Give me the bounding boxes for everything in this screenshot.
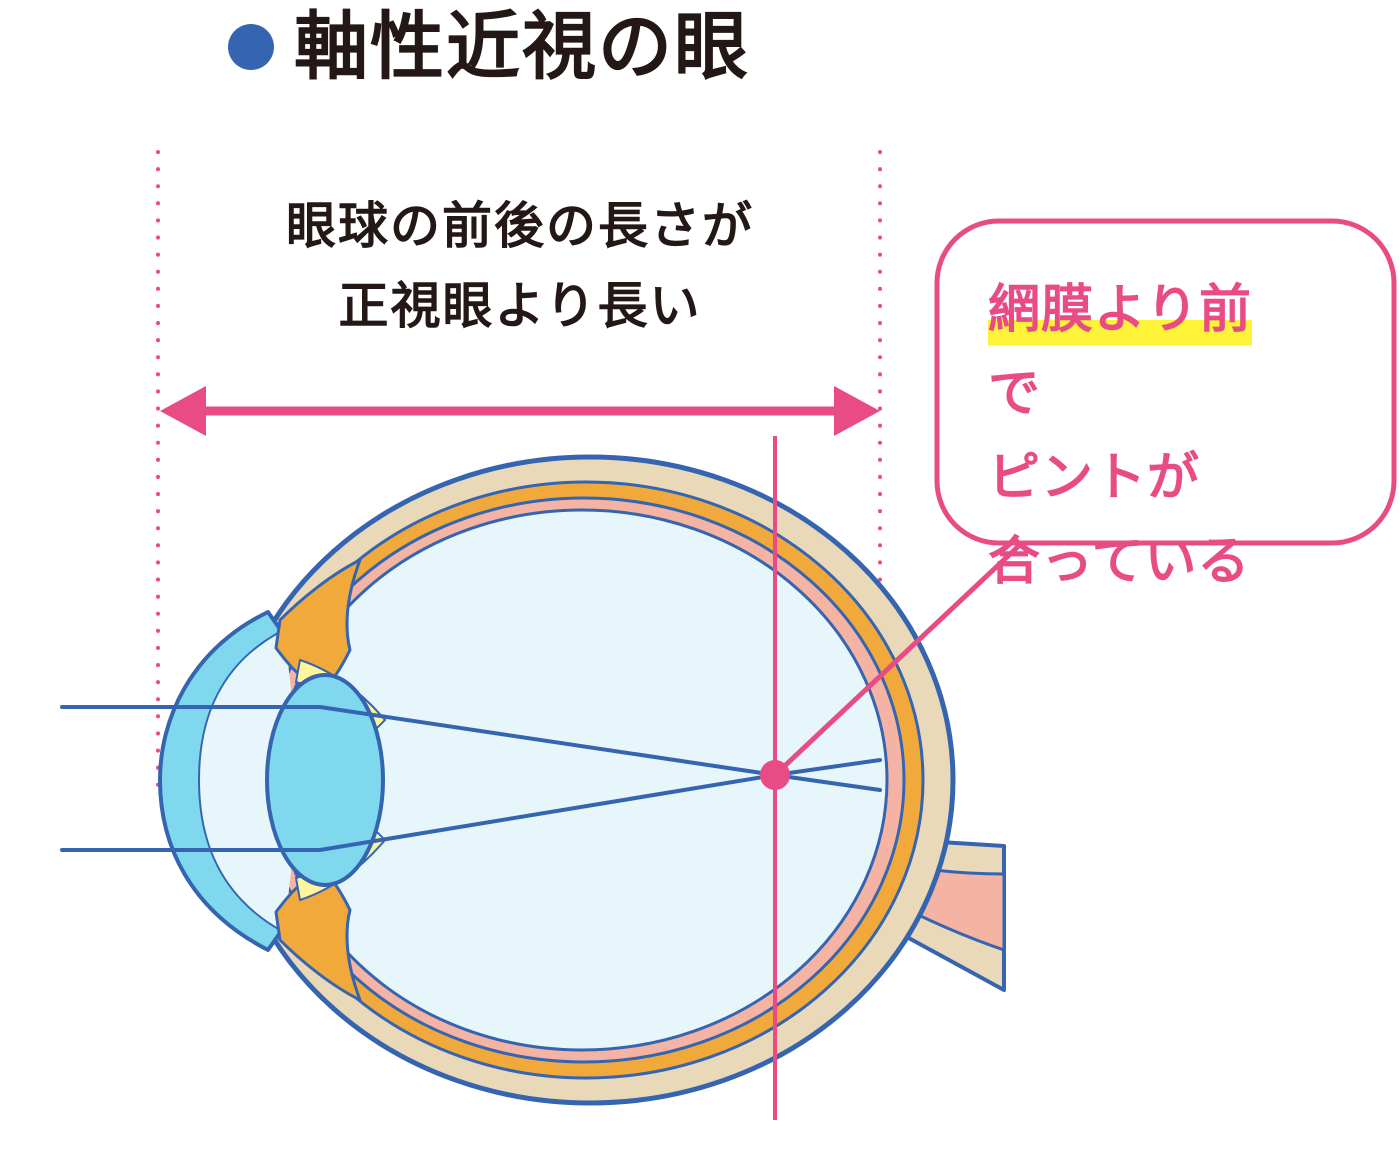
callout-line-1: 網膜より前で — [988, 268, 1252, 436]
callout-line-3: 合っている — [988, 532, 1251, 592]
callout-line-1-rest: で — [988, 364, 1042, 424]
light-rays — [60, 705, 882, 852]
callout-pointer-line — [773, 538, 1027, 777]
crystalline-lens — [265, 673, 385, 887]
eyeball-length-note: 眼球の前後の長さが 正視眼より長い — [200, 186, 840, 346]
length-note-line-2: 正視眼より長い — [338, 277, 702, 335]
length-note-line-1: 眼球の前後の長さが — [286, 197, 754, 255]
bullet-dot-icon — [228, 24, 274, 70]
callout-line-2: ピントが — [988, 448, 1201, 508]
callout-highlight: 網膜より前 — [988, 268, 1252, 352]
title-text: 軸性近視の眼 — [294, 4, 750, 90]
callout-text: 網膜より前で ピントが 合っている — [988, 268, 1252, 604]
page-title: 軸性近視の眼 — [228, 2, 750, 92]
length-double-arrow — [160, 386, 880, 436]
light-ray-upper — [60, 705, 882, 792]
light-ray-lower — [60, 758, 882, 852]
